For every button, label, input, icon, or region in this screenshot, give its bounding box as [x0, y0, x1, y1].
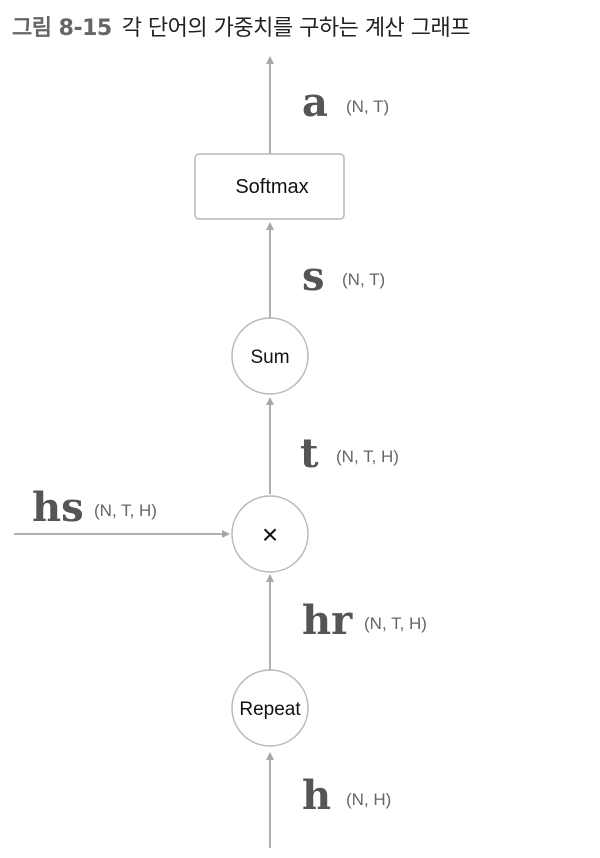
variable-s: s (N, T) — [302, 253, 385, 300]
sum-node-label: Sum — [250, 347, 289, 368]
variable-hr-shape: (N, T, H) — [364, 614, 427, 633]
variable-a: a (N, T) — [302, 79, 389, 126]
variable-hs: hs (N, T, H) — [32, 484, 157, 531]
variable-hs-shape: (N, T, H) — [94, 501, 157, 520]
variable-t-shape: (N, T, H) — [336, 447, 399, 466]
variable-s-shape: (N, T) — [342, 270, 385, 289]
multiply-node-label: × — [262, 519, 278, 550]
figure-title: 각 단어의 가중치를 구하는 계산 그래프 — [121, 16, 471, 41]
softmax-node-label: Softmax — [235, 176, 308, 198]
variable-hs-name: hs — [32, 484, 84, 531]
variable-a-name: a — [302, 79, 328, 126]
sum-node: Sum — [231, 317, 309, 395]
variable-h-shape: (N, H) — [346, 790, 391, 809]
figure-caption: 그림 8-15 각 단어의 가중치를 구하는 계산 그래프 — [12, 10, 471, 42]
softmax-node: Softmax — [194, 153, 345, 220]
variable-hr-name: hr — [302, 597, 353, 644]
variable-t: t (N, T, H) — [300, 430, 399, 477]
variable-h-name: h — [302, 772, 331, 819]
variable-a-shape: (N, T) — [346, 97, 389, 116]
repeat-node: Repeat — [231, 669, 309, 747]
variable-s-name: s — [302, 253, 325, 300]
variable-hr: hr (N, T, H) — [302, 597, 427, 644]
multiply-node: × — [231, 495, 309, 573]
variable-h: h (N, H) — [302, 772, 391, 819]
variable-t-name: t — [300, 430, 319, 477]
figure-number: 그림 8-15 — [12, 16, 112, 41]
repeat-node-label: Repeat — [239, 699, 301, 720]
